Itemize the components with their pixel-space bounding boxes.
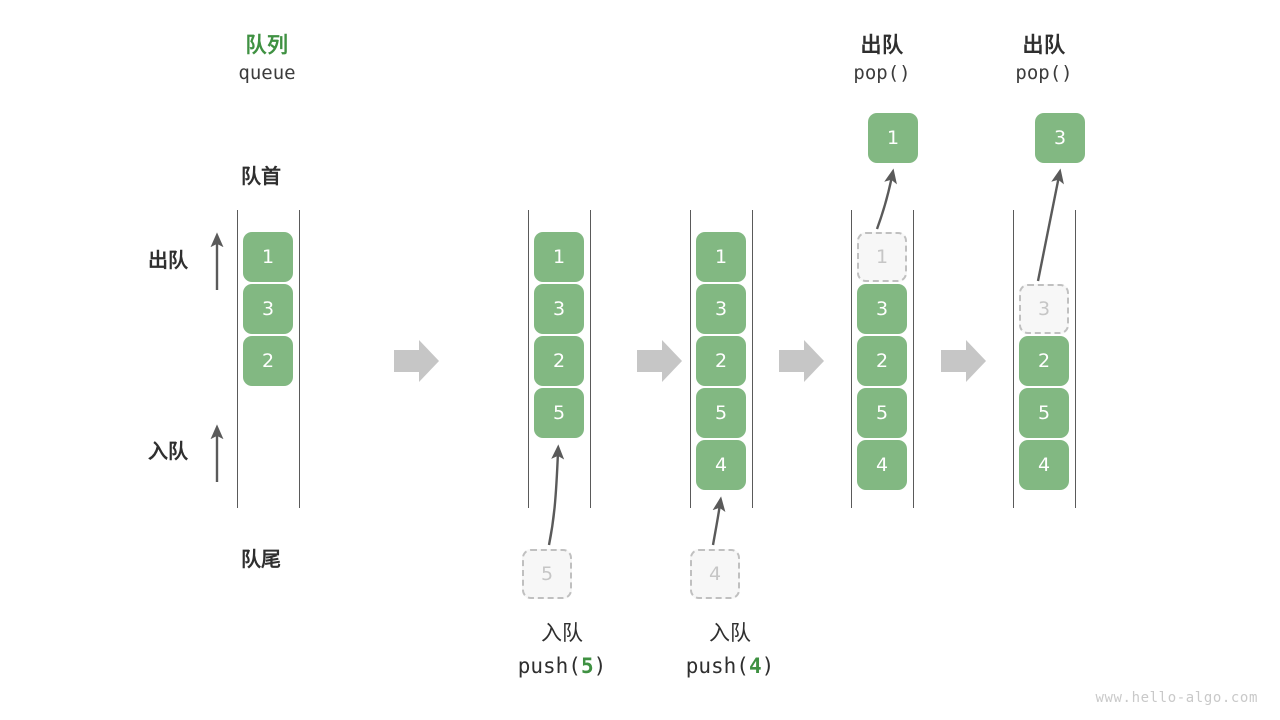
rail-right-col5 — [1075, 210, 1076, 508]
push-arrow-5 — [547, 444, 565, 546]
queue-box: 4 — [1019, 440, 1069, 490]
step-arrow — [637, 340, 682, 382]
rail-left-col3 — [690, 210, 691, 508]
pop-title-cn: 出队 — [860, 33, 904, 57]
queue-box: 3 — [857, 284, 907, 334]
queue-title: 队列 queue — [207, 32, 327, 86]
rail-left-col2 — [528, 210, 529, 508]
push-caption-value: 5 — [580, 654, 594, 679]
queue-box: 2 — [696, 336, 746, 386]
push-caption-value: 4 — [748, 654, 762, 679]
queue-box: 3 — [534, 284, 584, 334]
queue-box: 4 — [857, 440, 907, 490]
pop-title-cn: 出队 — [1022, 33, 1066, 57]
push-caption: 入队 push(5) — [487, 620, 637, 681]
dequeue-label-text: 出队 — [148, 248, 188, 272]
rail-right-col4 — [913, 210, 914, 508]
step-arrow — [394, 340, 439, 382]
push-caption-mono: push(5) — [487, 653, 637, 680]
step-arrow — [779, 340, 824, 382]
rail-right-col2 — [590, 210, 591, 508]
queue-box: 5 — [1019, 388, 1069, 438]
push-arrow-4 — [711, 496, 726, 546]
push-caption-cn: 入队 — [541, 621, 583, 645]
incoming-ghost-box: 5 — [522, 549, 572, 599]
rear-label-text: 队尾 — [241, 547, 281, 571]
queue-title-en: queue — [238, 62, 296, 85]
enqueue-label: 入队 — [148, 435, 188, 464]
pop-arrow-3 — [1036, 168, 1064, 282]
push-caption-suffix: ) — [761, 654, 775, 679]
enqueue-label-text: 入队 — [148, 439, 188, 463]
queue-title-cn: 队列 — [245, 33, 289, 57]
rail-left-col4 — [851, 210, 852, 508]
popped-box: 1 — [868, 113, 918, 163]
rail-left-col5 — [1013, 210, 1014, 508]
incoming-ghost-box: 4 — [690, 549, 740, 599]
dequeue-label: 出队 — [148, 244, 188, 273]
queue-box: 1 — [696, 232, 746, 282]
pop-title: 出队 pop() — [822, 32, 942, 86]
rear-label: 队尾 — [241, 543, 281, 572]
queue-box: 2 — [1019, 336, 1069, 386]
push-caption-prefix: push( — [685, 654, 749, 679]
popped-ghost-box: 1 — [857, 232, 907, 282]
queue-box: 1 — [243, 232, 293, 282]
queue-box: 1 — [534, 232, 584, 282]
popped-box: 3 — [1035, 113, 1085, 163]
pop-arrow-1 — [875, 168, 897, 230]
queue-box: 2 — [243, 336, 293, 386]
push-caption-cn: 入队 — [709, 621, 751, 645]
front-label-text: 队首 — [241, 164, 281, 188]
rail-left-col1 — [237, 210, 238, 508]
push-caption-mono: push(4) — [655, 653, 805, 680]
popped-ghost-box: 3 — [1019, 284, 1069, 334]
queue-box: 5 — [696, 388, 746, 438]
step-arrow — [941, 340, 986, 382]
queue-box: 3 — [696, 284, 746, 334]
queue-box: 2 — [857, 336, 907, 386]
push-caption-prefix: push( — [517, 654, 581, 679]
queue-box-new: 4 — [696, 440, 746, 490]
pop-title-mono: pop() — [1015, 62, 1073, 85]
queue-box: 5 — [857, 388, 907, 438]
queue-box: 3 — [243, 284, 293, 334]
rail-right-col3 — [752, 210, 753, 508]
push-caption-suffix: ) — [593, 654, 607, 679]
rail-right-col1 — [299, 210, 300, 508]
pop-title-mono: pop() — [853, 62, 911, 85]
watermark: www.hello-algo.com — [1095, 690, 1258, 706]
queue-box: 2 — [534, 336, 584, 386]
push-caption: 入队 push(4) — [655, 620, 805, 681]
front-label: 队首 — [241, 160, 281, 189]
pop-title: 出队 pop() — [984, 32, 1104, 86]
queue-box-new: 5 — [534, 388, 584, 438]
